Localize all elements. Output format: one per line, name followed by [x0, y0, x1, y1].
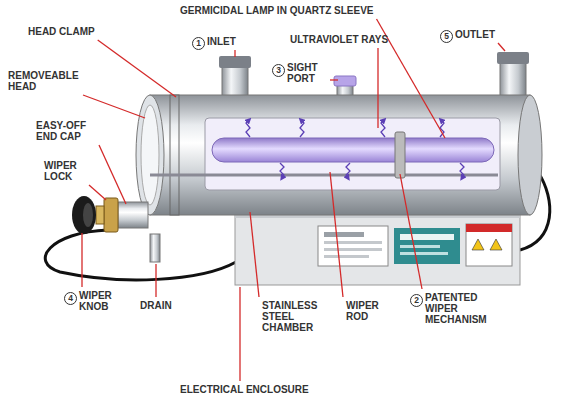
part-label: EASY-OFF END CAP [36, 120, 96, 142]
callout-number: 4 [64, 292, 77, 305]
wiper-lock [104, 198, 118, 232]
part-label: HEAD CLAMP [28, 26, 95, 37]
part-label: STAINLESS STEEL CHAMBER [262, 300, 330, 333]
cutaway-window [205, 118, 500, 190]
wiper-mechanism [395, 132, 405, 178]
leader-line [239, 287, 240, 381]
part-label: ULTRAVIOLET RAYS [290, 34, 388, 45]
drain-valve [150, 234, 160, 262]
part-label: ELECTRICAL ENCLOSURE [180, 384, 309, 395]
leader-line [98, 40, 176, 97]
inlet-cap [219, 56, 251, 68]
warning-bar [466, 224, 512, 232]
callout-number: 2 [410, 294, 423, 307]
leader-line [498, 43, 505, 51]
plate-mark [400, 234, 454, 240]
plate-mark [324, 232, 364, 237]
leader-line [83, 95, 145, 118]
uv-ray [300, 120, 304, 137]
outlet-cap [497, 52, 529, 64]
warning-triangle [490, 239, 502, 250]
leader-line [330, 79, 338, 80]
leader-line [377, 48, 378, 128]
part-label: GERMICIDAL LAMP IN QUARTZ SLEEVE [180, 5, 374, 16]
info-plate [318, 226, 388, 266]
plate-mark [400, 245, 440, 248]
part-label: SIGHT PORT [287, 62, 327, 84]
leader-line [89, 185, 106, 200]
plate-mark [324, 248, 382, 251]
head-face [141, 105, 159, 205]
part-label: INLET [207, 36, 236, 47]
lock-collar [96, 206, 104, 224]
leader-line [81, 233, 82, 287]
uv-rays [246, 120, 464, 178]
part-label: DRAIN [140, 300, 172, 311]
plate-mark [400, 252, 448, 255]
callout-number: 1 [192, 37, 205, 50]
knob-hub [83, 203, 93, 227]
end-cap [118, 202, 148, 228]
callout-number: 3 [272, 64, 285, 77]
head-clamp [170, 95, 179, 215]
plate-mark [324, 241, 382, 244]
uv-ray [346, 163, 350, 178]
leader-line [155, 264, 156, 297]
uv-ray [280, 163, 284, 178]
removeable-head [136, 95, 164, 215]
leader-line [400, 174, 422, 289]
leader-line [330, 172, 343, 297]
sight-port-cap [334, 76, 356, 86]
warning-sticker [466, 224, 512, 266]
chamber-end [518, 95, 542, 215]
uv-ray [381, 120, 385, 137]
leader-line [234, 50, 235, 57]
uv-ray [460, 163, 464, 178]
part-label: WIPER KNOB [79, 290, 121, 312]
part-label: REMOVEABLE HEAD [8, 70, 80, 92]
outlet-pipe [500, 60, 526, 100]
plate-mark [324, 255, 369, 258]
part-label: WIPER ROD [346, 300, 388, 322]
warning-triangle [472, 239, 484, 250]
wiper-rod [150, 174, 498, 177]
power-cord [45, 230, 236, 280]
uv-ray [246, 120, 250, 137]
stainless-chamber [150, 95, 530, 215]
callout-number: 5 [440, 30, 453, 43]
leader-line [99, 145, 126, 204]
electrical-enclosure [235, 210, 520, 285]
part-label: PATENTED WIPER MECHANISM [425, 292, 500, 325]
part-label: WIPER LOCK [44, 160, 86, 182]
germicidal-lamp [212, 138, 494, 162]
leader-line [250, 212, 259, 297]
part-label: OUTLET [455, 29, 495, 40]
brand-plate [394, 228, 460, 264]
wiper-knob [72, 196, 96, 234]
